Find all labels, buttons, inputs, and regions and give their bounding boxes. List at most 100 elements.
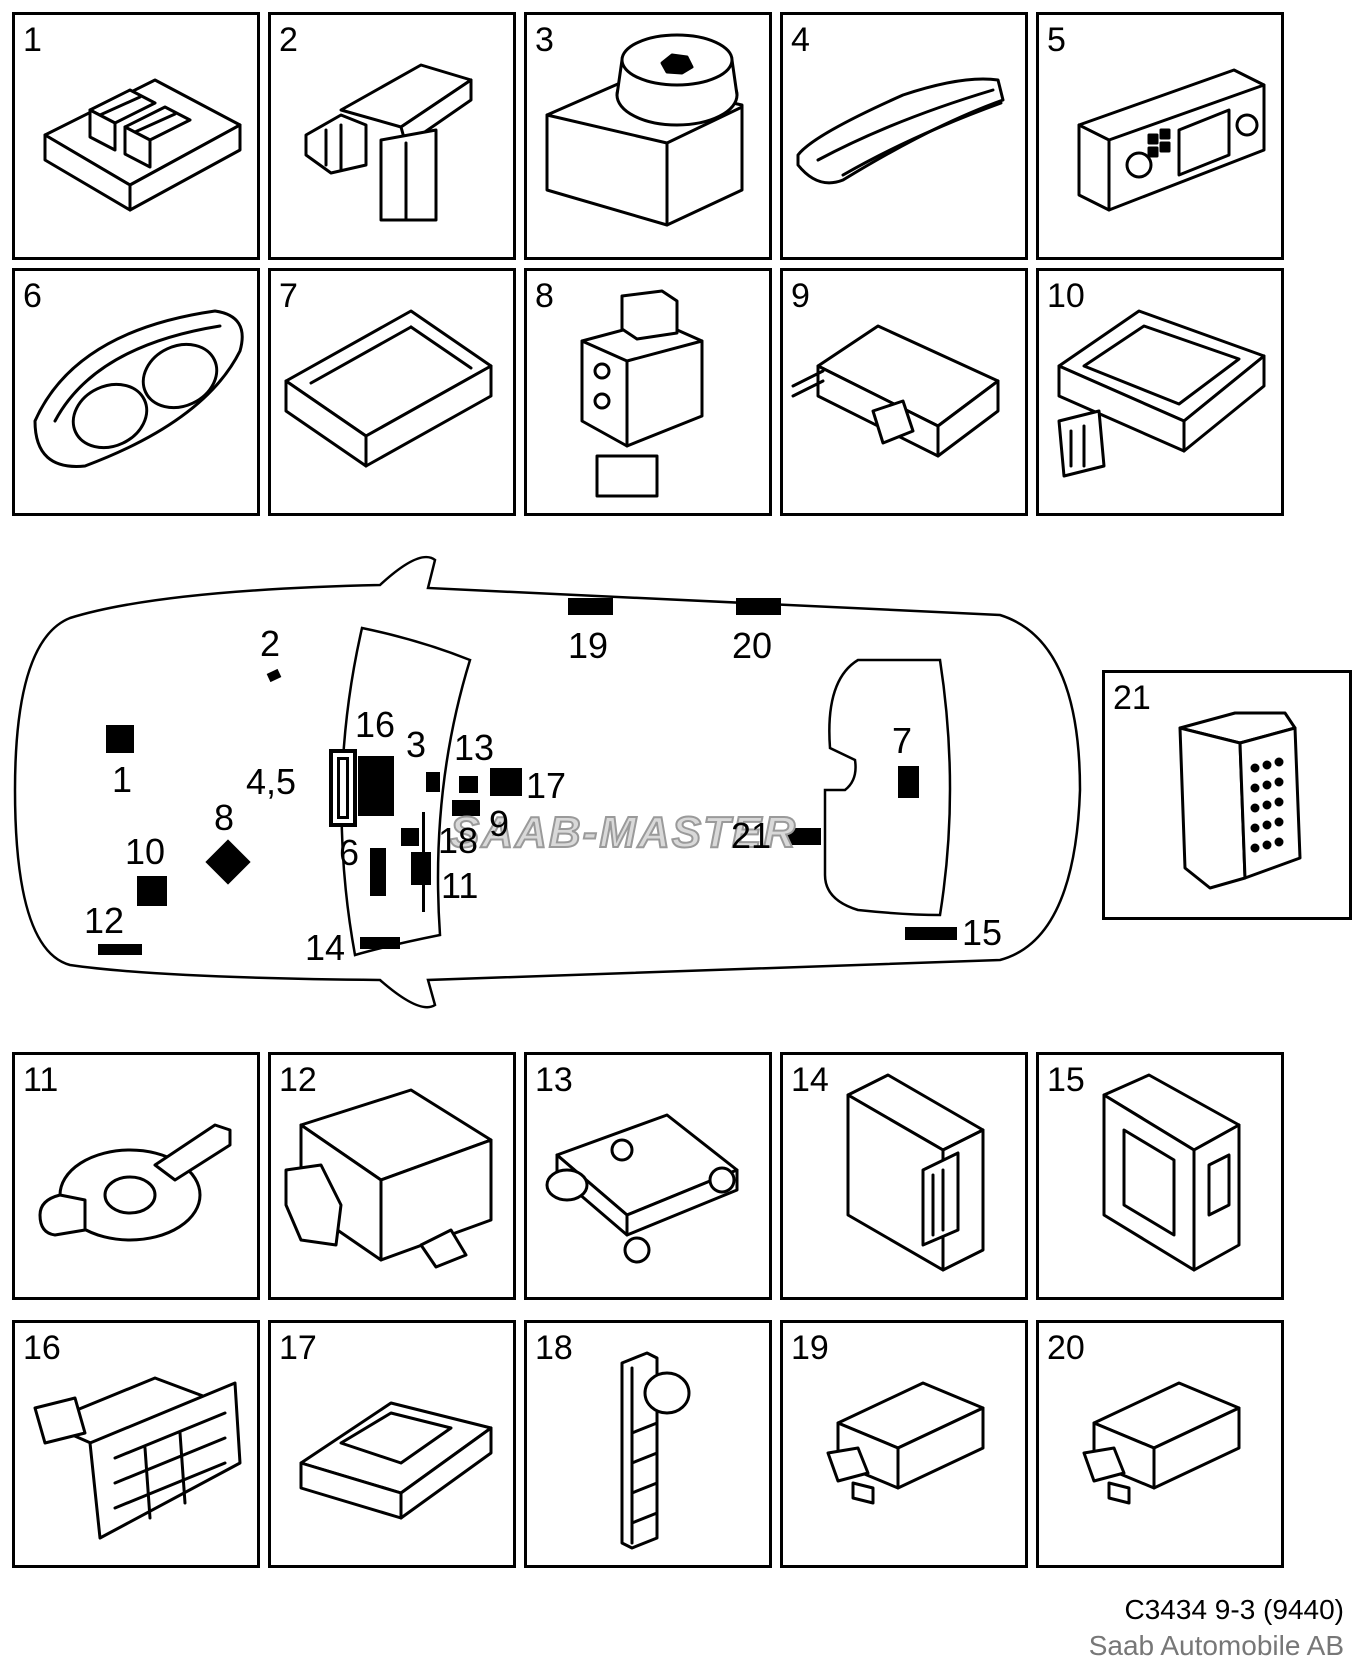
tile-number: 3	[535, 21, 554, 59]
marker-3	[426, 772, 440, 792]
tile-19-module: 19	[780, 1320, 1028, 1568]
tile-number: 21	[1113, 679, 1151, 717]
tile-16-climate-panel: 16	[12, 1320, 260, 1568]
marker-9	[452, 800, 480, 816]
label-15: 15	[962, 912, 1003, 953]
module-housing-icon	[1102, 1073, 1241, 1272]
audio-unit-icon	[1077, 68, 1266, 212]
label-11: 11	[441, 865, 479, 906]
marker-18	[401, 828, 419, 846]
marker-14	[360, 937, 400, 949]
tile-number: 13	[535, 1061, 573, 1099]
marker-20	[736, 598, 781, 615]
tile-number: 17	[279, 1329, 317, 1367]
tile-14-module-housing: 14	[780, 1052, 1028, 1300]
control-module-icon	[43, 78, 242, 212]
display-panel-icon	[796, 77, 1005, 185]
label-2: 2	[260, 623, 281, 664]
marker-16-block	[358, 756, 394, 816]
tile-number: 6	[23, 277, 42, 315]
air-mass-meter-icon	[304, 63, 473, 222]
tile-number: 20	[1047, 1329, 1085, 1367]
tile-21-control-module: 21	[1102, 670, 1352, 920]
label-21: 21	[731, 815, 772, 856]
marker-21	[787, 828, 821, 845]
copyright: Saab Automobile AB	[1088, 1630, 1344, 1661]
label-8: 8	[214, 797, 235, 838]
module-housing-icon	[846, 1073, 985, 1272]
marker-17	[490, 768, 522, 796]
tile-number: 8	[535, 277, 554, 315]
label-18: 18	[438, 820, 479, 861]
rear-window-outline	[823, 658, 952, 917]
tile-number: 15	[1047, 1061, 1085, 1099]
label-1: 1	[112, 759, 133, 800]
tile-number: 9	[791, 277, 810, 315]
marker-1	[106, 725, 134, 753]
tile-number: 12	[279, 1061, 317, 1099]
figure-code: C3434 9-3 (9440)	[1124, 1594, 1344, 1625]
tile-4-display-panel: 4	[780, 12, 1028, 260]
label-14: 14	[305, 927, 346, 968]
marker-6	[370, 848, 386, 896]
module-icon	[1082, 1381, 1241, 1505]
tile-3-ignition-switch: 3	[524, 12, 772, 260]
control-unit-icon	[791, 324, 1000, 458]
instrument-cluster-icon	[33, 309, 244, 468]
tile-7-module-bracket: 7	[268, 268, 516, 516]
marker-15	[905, 927, 957, 940]
tile-number: 5	[1047, 21, 1066, 59]
module-bracket-icon	[284, 309, 493, 468]
airbag-module-icon	[299, 1401, 493, 1520]
tile-12-control-box: 12	[268, 1052, 516, 1300]
control-module-21-icon	[1178, 711, 1302, 890]
sensor-module-icon	[1057, 309, 1266, 478]
marker-11	[411, 852, 431, 885]
ignition-switch-icon	[545, 33, 744, 227]
label-9: 9	[489, 803, 510, 844]
sensor-icon	[545, 1113, 739, 1264]
module-icon	[826, 1381, 985, 1505]
marker-7	[898, 766, 919, 798]
tile-11-steering-switch: 11	[12, 1052, 260, 1300]
tile-9-control-unit: 9	[780, 268, 1028, 516]
tile-6-instrument-cluster: 6	[12, 268, 260, 516]
label-16: 16	[355, 704, 396, 745]
marker-16	[329, 749, 357, 827]
label-20: 20	[732, 625, 773, 666]
label-4-5: 4,5	[246, 761, 297, 802]
marker-10	[137, 876, 167, 906]
label-12: 12	[84, 900, 125, 941]
watermark: SAAB-MASTER	[449, 807, 798, 858]
marker-11-lead	[422, 812, 425, 912]
label-3: 3	[406, 724, 427, 765]
car-body-outline	[13, 555, 1082, 1009]
tile-17-airbag-module: 17	[268, 1320, 516, 1568]
tile-number: 10	[1047, 277, 1085, 315]
steering-switch-icon	[38, 1123, 232, 1242]
tile-13-sensor: 13	[524, 1052, 772, 1300]
marker-12	[98, 944, 142, 955]
control-box-icon	[284, 1088, 493, 1269]
switch-icon	[620, 1351, 691, 1550]
label-10: 10	[125, 831, 166, 872]
abs-unit-icon	[580, 289, 704, 498]
tile-5-audio-unit: 5	[1036, 12, 1284, 260]
tile-number: 19	[791, 1329, 829, 1367]
tile-10-sensor-module: 10	[1036, 268, 1284, 516]
marker-13	[459, 776, 478, 793]
tile-number: 2	[279, 21, 298, 59]
label-13: 13	[454, 727, 495, 768]
label-7: 7	[892, 720, 913, 761]
tile-2-air-mass-meter: 2	[268, 12, 516, 260]
label-17: 17	[526, 765, 567, 806]
tile-number: 1	[23, 21, 42, 59]
tile-20-module: 20	[1036, 1320, 1284, 1568]
label-6: 6	[339, 832, 360, 873]
tile-number: 7	[279, 277, 298, 315]
tile-number: 4	[791, 21, 810, 59]
tile-15-module-housing: 15	[1036, 1052, 1284, 1300]
climate-panel-icon	[33, 1376, 242, 1540]
tile-number: 14	[791, 1061, 829, 1099]
tile-number: 18	[535, 1329, 573, 1367]
